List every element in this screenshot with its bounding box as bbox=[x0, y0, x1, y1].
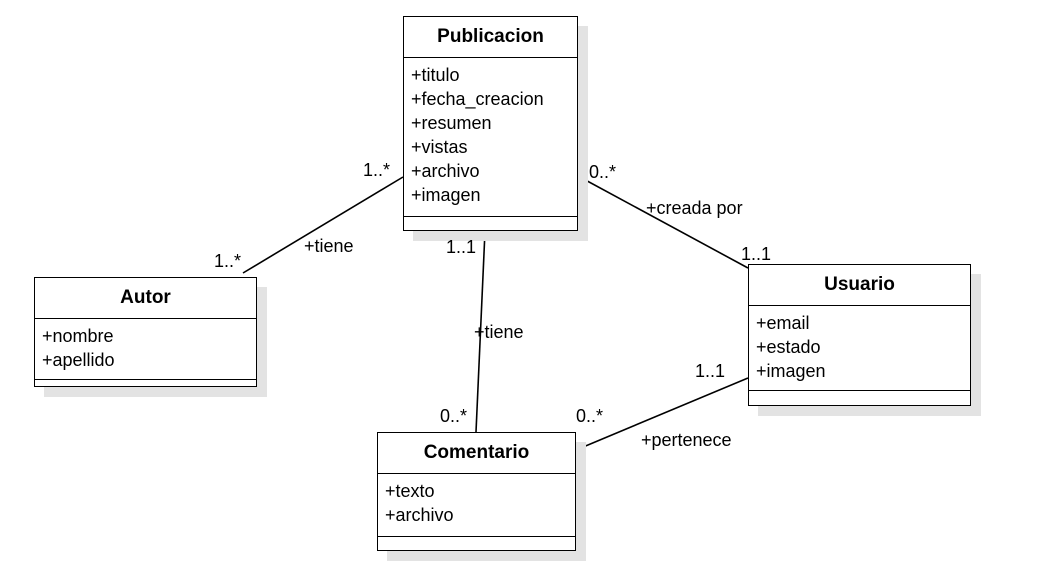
attribute: +vistas bbox=[411, 137, 468, 157]
multiplicity-comentario: 0..* bbox=[440, 406, 468, 426]
class-autor[interactable]: Autor +nombre +apellido bbox=[34, 277, 257, 387]
attribute: +estado bbox=[756, 337, 821, 357]
attribute: +nombre bbox=[42, 326, 114, 346]
association-line-publicacion-comentario bbox=[475, 230, 486, 433]
attribute: +imagen bbox=[756, 361, 826, 381]
multiplicity-autor: 1..* bbox=[214, 251, 242, 271]
attribute: +texto bbox=[385, 481, 435, 501]
attribute: +titulo bbox=[411, 65, 460, 85]
multiplicity-publicacion-comentario: 1..1 bbox=[446, 237, 477, 257]
class-name: Publicacion bbox=[404, 17, 577, 58]
attributes-compartment: +titulo +fecha_creacion +resumen +vistas… bbox=[404, 58, 577, 217]
multiplicity-usuario-comentario: 1..1 bbox=[695, 361, 726, 381]
attribute: +fecha_creacion bbox=[411, 89, 544, 109]
attribute: +imagen bbox=[411, 185, 481, 205]
multiplicity-publicacion-autor: 1..* bbox=[363, 160, 391, 180]
association-label-creada-por: +creada por bbox=[646, 198, 743, 218]
association-label-tiene-autor: +tiene bbox=[304, 236, 354, 256]
attributes-compartment: +email +estado +imagen bbox=[749, 306, 970, 391]
attribute: +email bbox=[756, 313, 810, 333]
association-line-publicacion-usuario bbox=[577, 175, 749, 269]
association-line-autor-publicacion bbox=[242, 176, 404, 274]
attributes-compartment: +texto +archivo bbox=[378, 474, 575, 537]
class-publicacion[interactable]: Publicacion +titulo +fecha_creacion +res… bbox=[403, 16, 578, 231]
attribute: +archivo bbox=[411, 161, 480, 181]
class-name: Comentario bbox=[378, 433, 575, 474]
class-name: Autor bbox=[35, 278, 256, 319]
attribute: +apellido bbox=[42, 350, 115, 370]
multiplicity-comentario-usuario: 0..* bbox=[576, 406, 604, 426]
attribute: +archivo bbox=[385, 505, 454, 525]
class-name: Usuario bbox=[749, 265, 970, 306]
association-line-usuario-comentario bbox=[575, 377, 749, 451]
multiplicity-usuario-creador: 1..1 bbox=[741, 244, 772, 264]
class-comentario[interactable]: Comentario +texto +archivo bbox=[377, 432, 576, 551]
association-label-pertenece: +pertenece bbox=[641, 430, 732, 450]
attributes-compartment: +nombre +apellido bbox=[35, 319, 256, 380]
attribute: +resumen bbox=[411, 113, 492, 133]
class-usuario[interactable]: Usuario +email +estado +imagen bbox=[748, 264, 971, 406]
association-label-tiene-comentario: +tiene bbox=[474, 322, 524, 342]
multiplicity-publicacion-usuario: 0..* bbox=[589, 162, 617, 182]
